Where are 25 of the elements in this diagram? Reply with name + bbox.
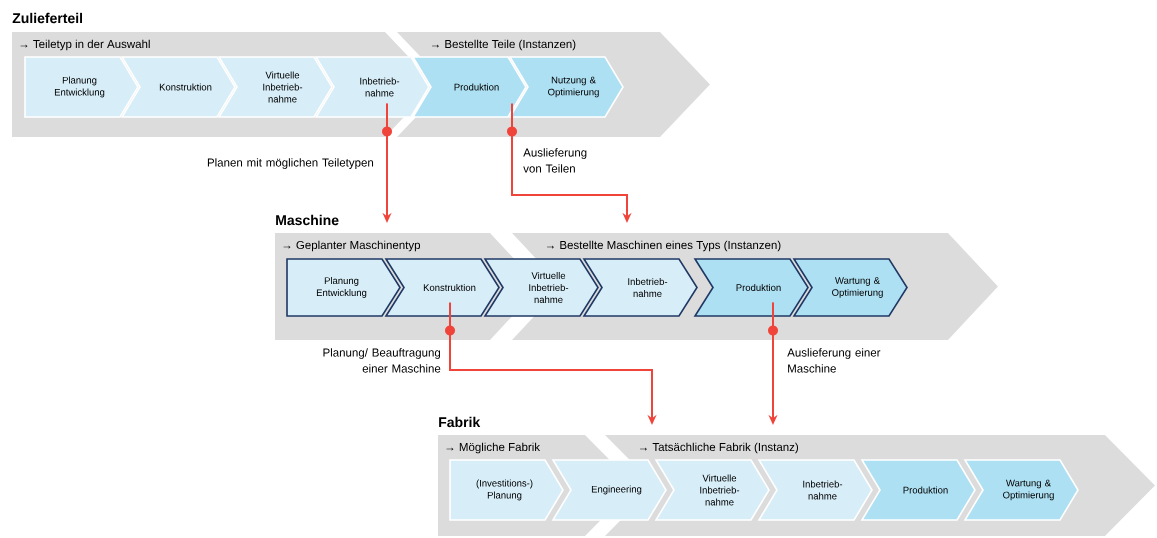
edge-label: Planung/ Beauftragung einer Maschine (323, 348, 441, 373)
process-step: Virtuelle Inbetrieb- nahme (483, 258, 599, 317)
edge-label: Auslieferung von Teilen (523, 148, 587, 173)
process-step: Produktion (411, 56, 527, 118)
process-step: Produktion (860, 459, 976, 521)
process-step: Wartung & Optimierung (963, 459, 1079, 521)
process-step: Virtuelle Inbetrieb- nahme (217, 56, 333, 118)
section-heading: Zulieferteil (12, 12, 82, 24)
process-step: Planung Entwicklung (24, 56, 139, 118)
section-heading: Maschine (276, 214, 339, 226)
edge-label: Auslieferung einer Maschine (787, 348, 881, 373)
process-step: Produktion (693, 258, 809, 317)
process-step: Inbetrieb- nahme (582, 258, 698, 317)
process-step: Inbetrieb- nahme (314, 56, 430, 118)
process-step: Nutzung & Optimierung (508, 56, 624, 118)
process-step: Planung Entwicklung (286, 258, 401, 317)
process-step: Konstruktion (384, 258, 500, 317)
section-heading: Fabrik (439, 416, 481, 428)
process-step: (Investitions-) Planung (449, 459, 564, 521)
process-step: Inbetrieb- nahme (757, 459, 873, 521)
process-step: Virtuelle Inbetrieb- nahme (654, 459, 770, 521)
process-step: Engineering (551, 459, 667, 521)
process-step: Wartung & Optimierung (792, 258, 908, 317)
process-step: Konstruktion (120, 56, 236, 118)
edge-label: Planen mit möglichen Teiletypen (207, 158, 374, 169)
